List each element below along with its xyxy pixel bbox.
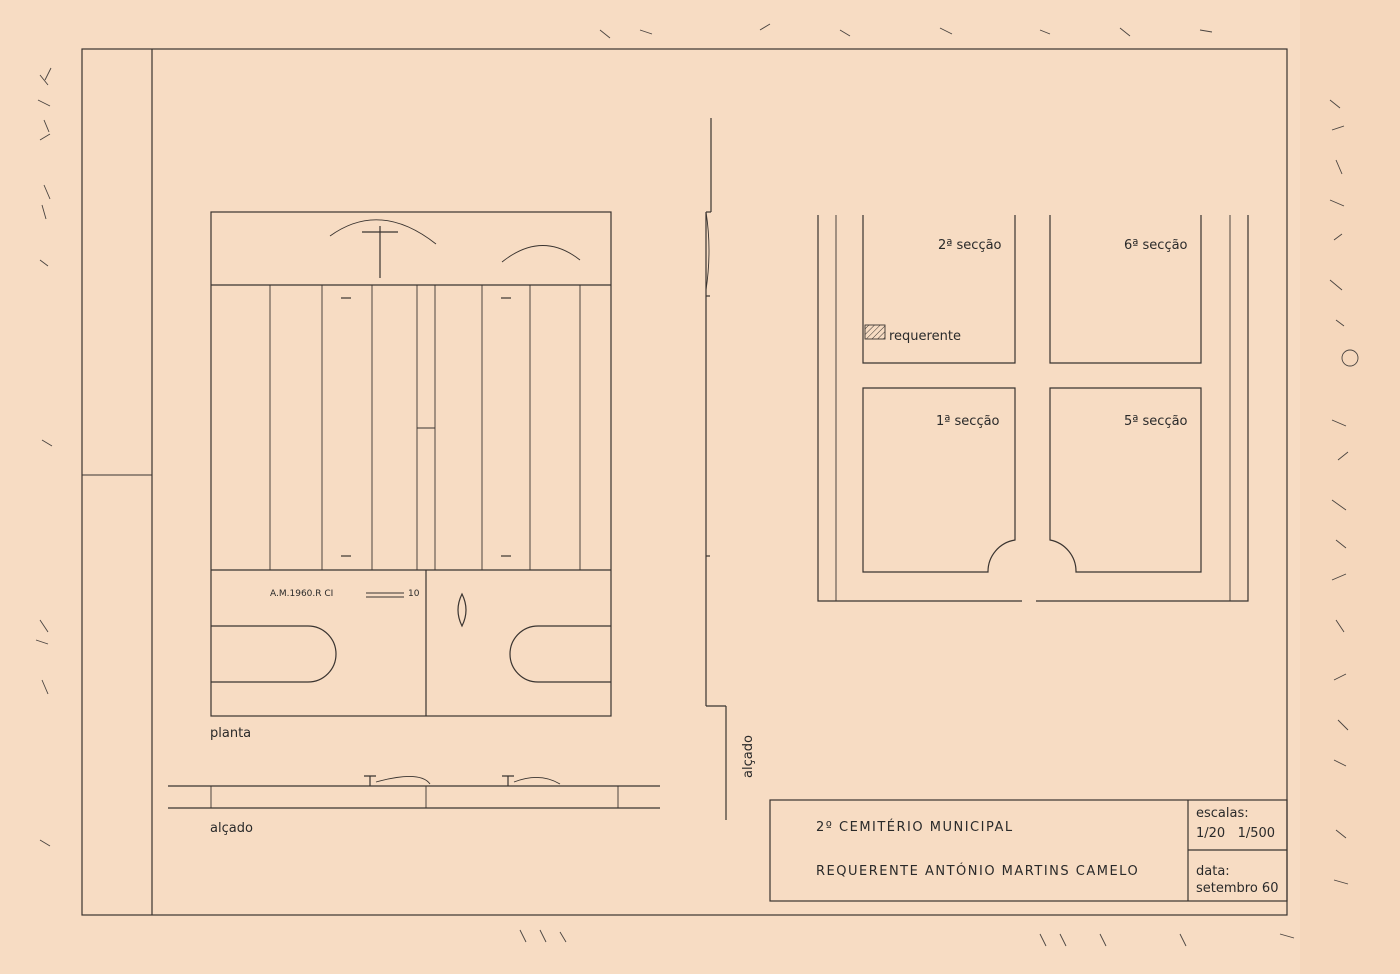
elevation-label: alçado [210, 821, 253, 836]
plan-inscription: A.M.1960.R CI [270, 589, 333, 599]
date-label: data: [1196, 864, 1230, 879]
paper-shade [1300, 0, 1400, 974]
section-1-label: 1ª secção [936, 414, 1000, 429]
requerente-hatch [864, 324, 886, 340]
site-plan [817, 215, 1249, 602]
date-value: setembro 60 [1196, 881, 1278, 896]
title-block [769, 799, 1288, 902]
subtitle-text: REQUERENTE ANTÓNIO MARTINS CAMELO [816, 863, 1139, 879]
scales-label: escalas: [1196, 806, 1249, 821]
title-text: 2º CEMITÉRIO MUNICIPAL [816, 819, 1014, 835]
section-6-label: 6ª secção [1124, 238, 1188, 253]
side-elevation-label: alçado [741, 735, 756, 778]
requerente-label: requerente [889, 329, 961, 344]
plan-inscription-number: 10 [408, 589, 420, 599]
sheet-frame [81, 48, 1288, 916]
section-5-label: 5ª secção [1124, 414, 1188, 429]
scales-value: 1/20 1/500 [1196, 826, 1275, 841]
plan-drawing: A.M.1960.R CI 10 [210, 211, 612, 717]
margin-scribbles [35, 23, 1359, 947]
elevation-drawing [168, 775, 660, 809]
plan-label: planta [210, 726, 251, 741]
side-elevation-drawing [705, 118, 727, 820]
section-2-label: 2ª secção [938, 238, 1002, 253]
